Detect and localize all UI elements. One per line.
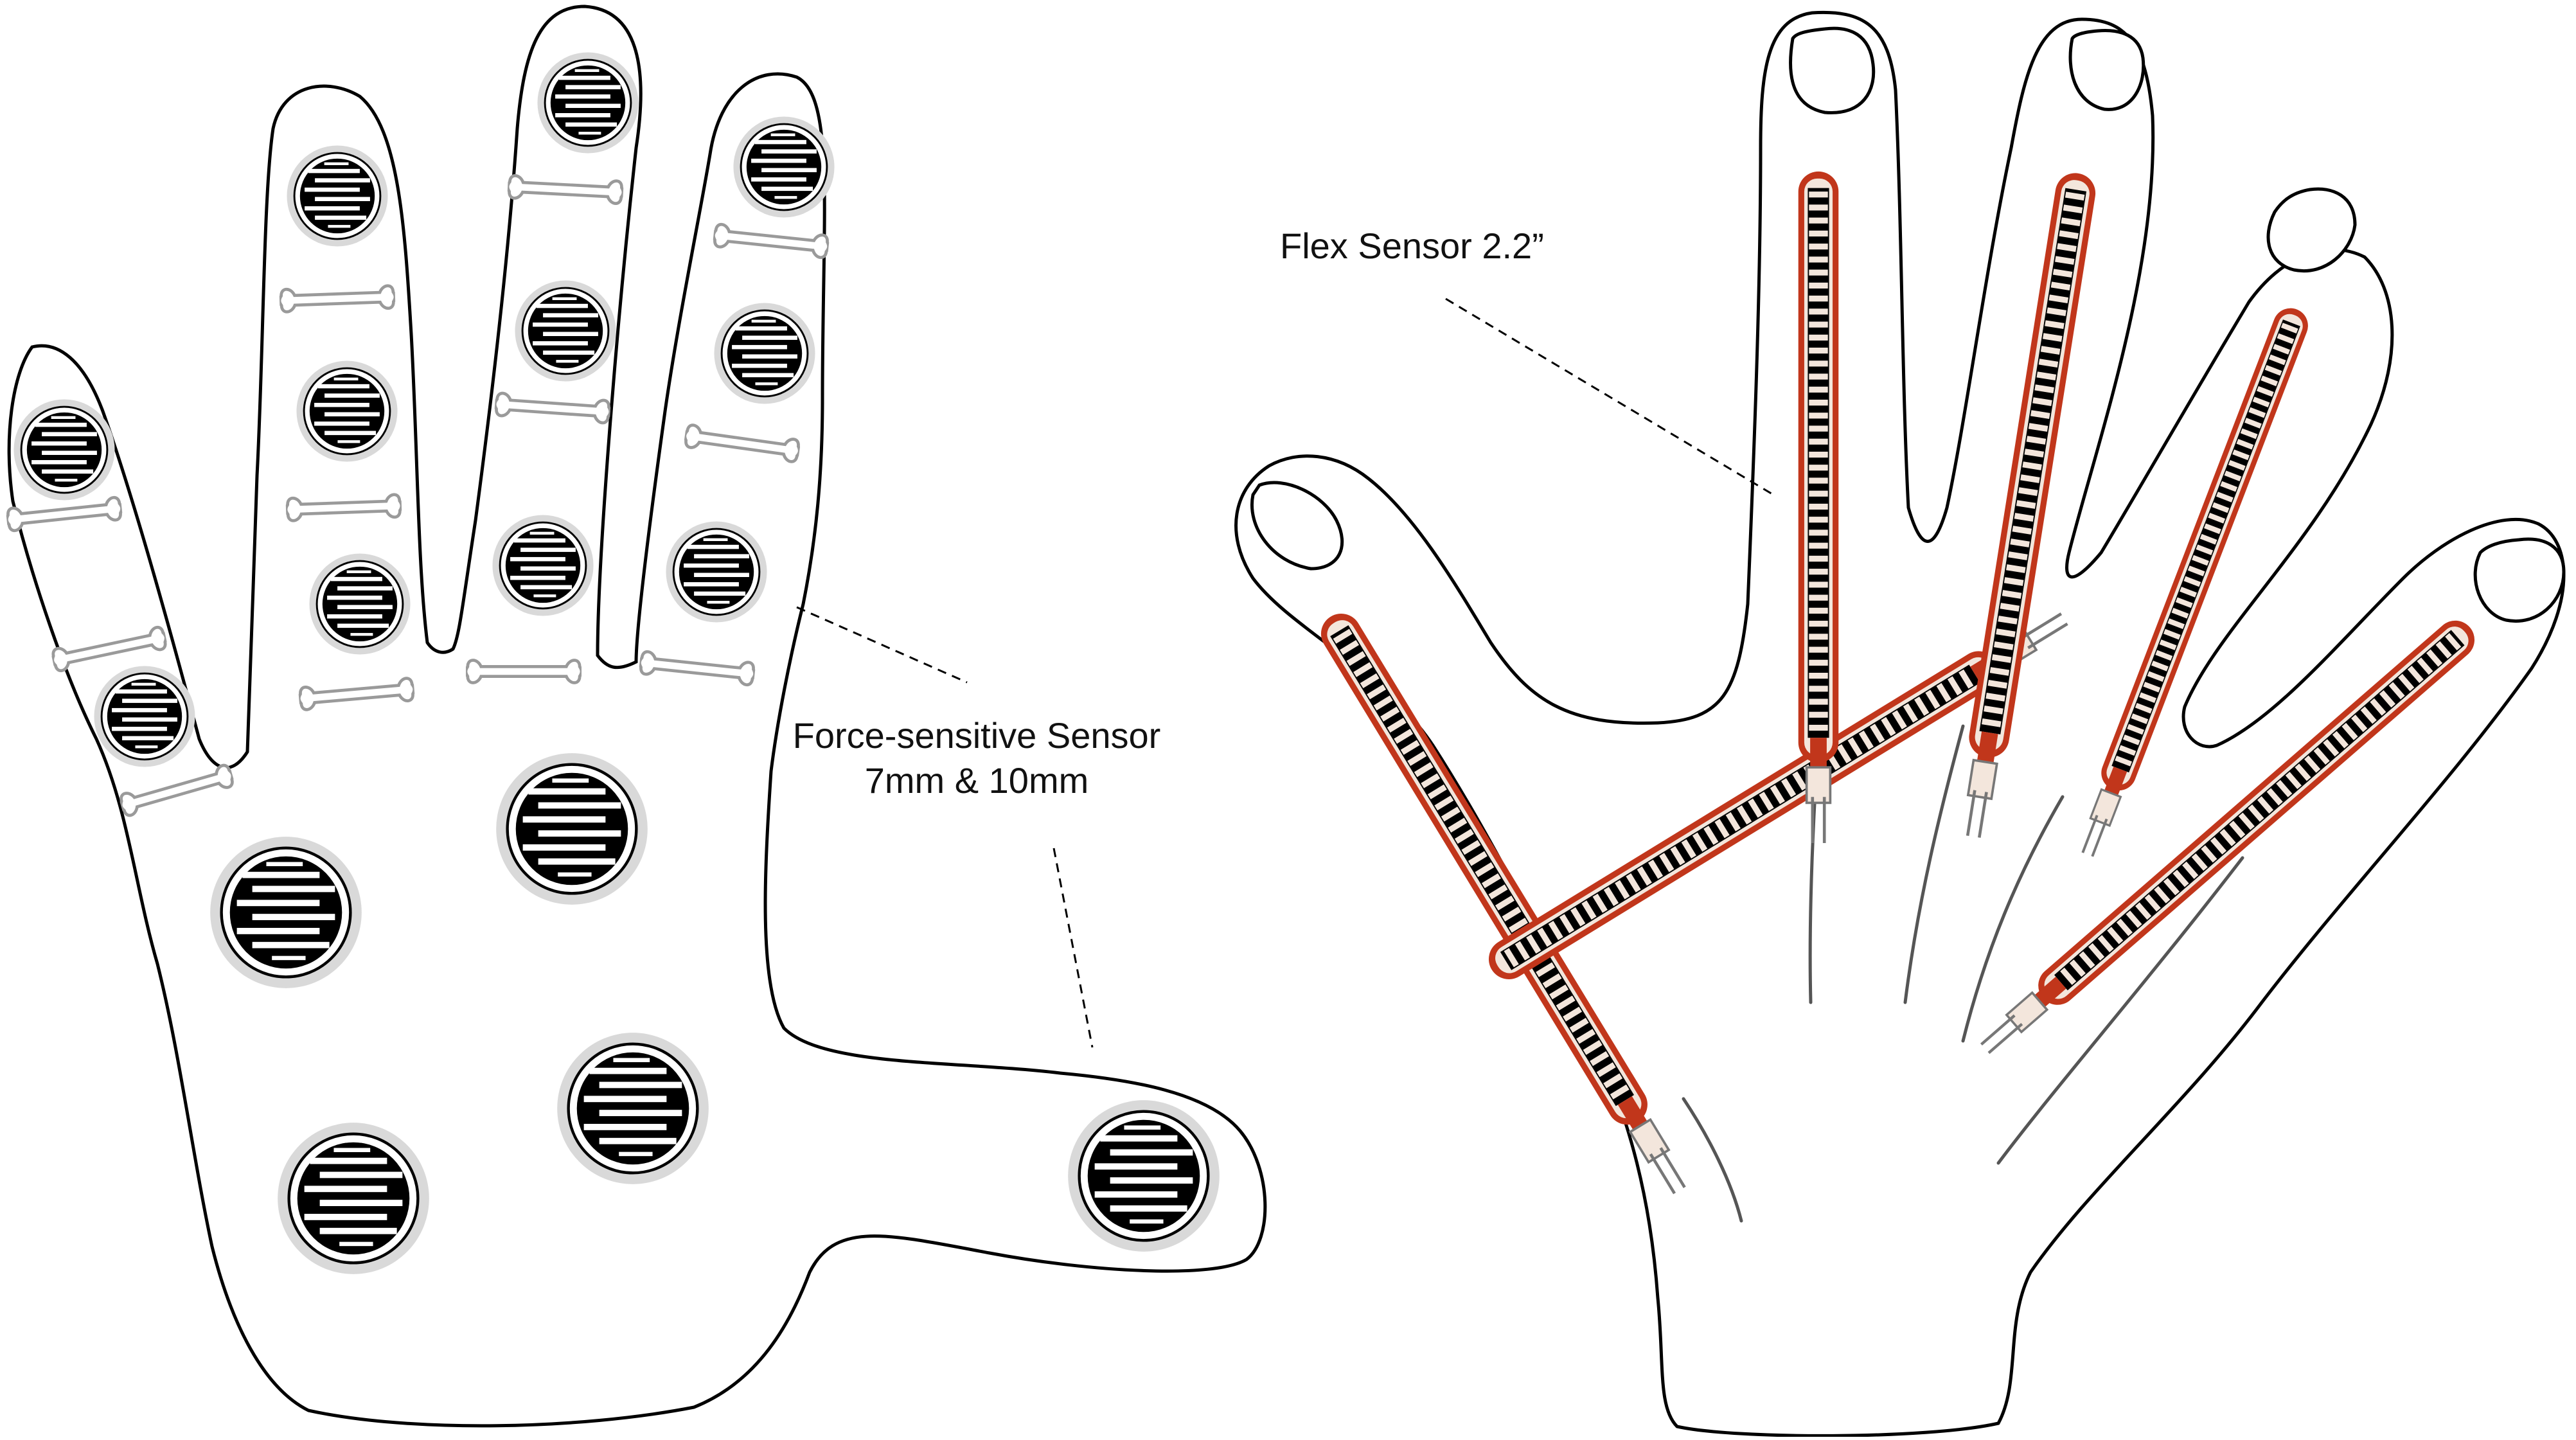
flex-sensor-icon: [1799, 172, 1839, 843]
right-hand: [1234, 10, 2566, 1437]
force-sensor-icon: [93, 665, 196, 768]
force-sensor-icon: [665, 520, 768, 623]
force-sensor-icon: [308, 553, 411, 655]
fsr-leader-lines: [796, 606, 1094, 1048]
force-sensor-label: Force-sensitive Sensor 7mm & 10mm: [758, 713, 1195, 803]
force-sensor-label-line2: 7mm & 10mm: [864, 760, 1089, 801]
force-sensor-icon: [713, 302, 816, 405]
force-sensor-icon: [278, 1123, 429, 1274]
force-sensor-icon: [733, 116, 835, 218]
force-sensor-icon: [1068, 1100, 1220, 1252]
force-sensor-icon: [537, 51, 639, 154]
force-sensor-label-line1: Force-sensitive Sensor: [792, 715, 1161, 756]
force-sensor-icon: [514, 280, 617, 382]
force-sensor-icon: [286, 145, 389, 247]
right-hand-creases: [1682, 724, 2244, 1223]
force-sensor-icon: [557, 1033, 709, 1184]
flex-leader-line: [1445, 298, 1774, 496]
right-hand-nails: [1250, 26, 2566, 623]
force-sensor-icon: [296, 360, 398, 463]
force-sensor-icon: [492, 514, 594, 617]
left-hand-outline: [7, 4, 1267, 1428]
force-sensor-icon: [496, 753, 648, 905]
left-hand: [6, 4, 1267, 1428]
force-sensor-icon: [13, 398, 116, 501]
force-sensor-icon: [210, 837, 362, 988]
flex-sensor-label: Flex Sensor 2.2”: [1280, 226, 1544, 266]
